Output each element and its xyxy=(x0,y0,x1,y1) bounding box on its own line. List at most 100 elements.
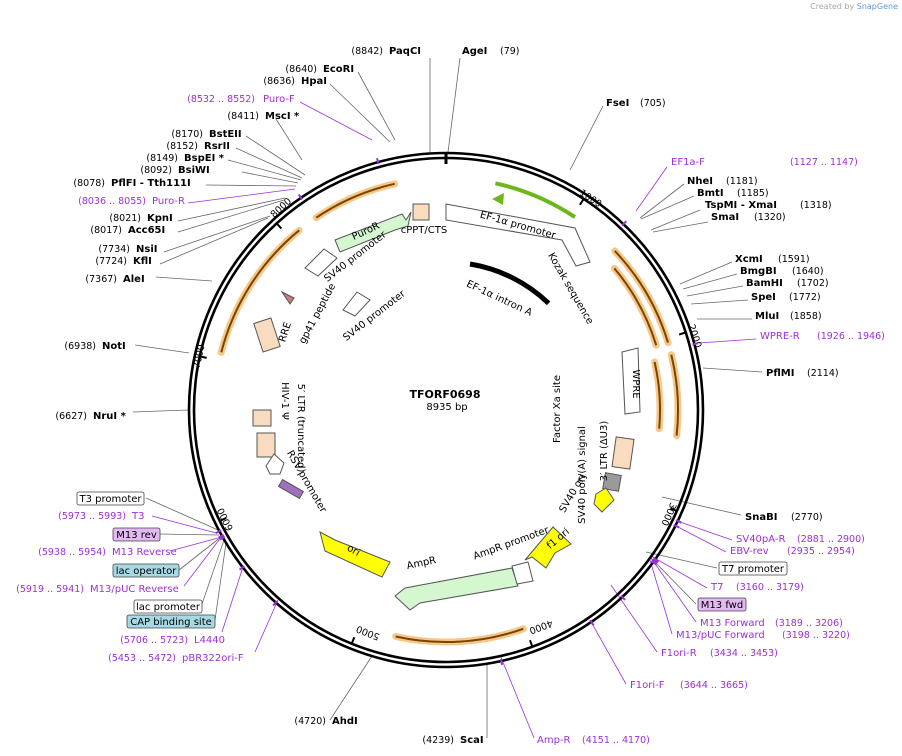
leader-lines xyxy=(132,57,763,739)
scale-tick-8000 xyxy=(275,222,283,230)
primer-position: (5706 .. 5723) xyxy=(120,635,188,646)
ori-arrow xyxy=(319,531,391,578)
leader-enzyme-27 xyxy=(702,367,763,373)
enzyme-position: (8092) xyxy=(140,165,172,176)
leader-box-6 xyxy=(649,556,697,605)
leader-box-4 xyxy=(214,542,227,621)
enzyme-name: HpaI xyxy=(301,76,327,87)
leader-primer-6 xyxy=(650,555,708,589)
enzyme-position: (4239) xyxy=(422,735,454,746)
feature-label: Factor Xa site xyxy=(552,375,563,443)
enzyme-position: (8021) xyxy=(109,213,141,224)
scale-tick-5000 xyxy=(350,636,356,645)
leader-primer-3 xyxy=(698,338,757,344)
enzyme-position: (4720) xyxy=(294,716,326,727)
scale-tick-1000 xyxy=(579,198,585,206)
orf-arc-wpre xyxy=(670,354,679,436)
enzyme-position: (6627) xyxy=(55,411,87,422)
primer-name: M13 Forward xyxy=(700,618,765,629)
enzyme-name: KflI xyxy=(133,256,152,267)
enzyme-name: PaqCI xyxy=(389,46,421,57)
enzyme-name: AleI xyxy=(123,274,145,285)
enzyme-name: AhdI xyxy=(332,716,358,727)
orf-arc-ef1a-1-halo xyxy=(611,247,672,347)
primer-site-mark xyxy=(621,220,627,227)
feature-label: gp41 peptide xyxy=(297,282,338,346)
primer-position: (4151 .. 4170) xyxy=(582,735,650,746)
feature-label: SV40 poly(A) signal xyxy=(577,426,588,524)
leader-enzyme-6 xyxy=(245,135,306,176)
leader-box-1 xyxy=(159,533,220,536)
enzyme-name: BstEII xyxy=(209,129,242,140)
plasmid-name: TFORF0698 xyxy=(410,388,481,401)
ef1a-arrowhead xyxy=(492,193,504,205)
sv40-ori-block xyxy=(593,487,615,513)
orf-arc-amp xyxy=(395,627,524,644)
sv40-polya-block xyxy=(602,472,622,492)
enzyme-position: (2770) xyxy=(791,512,823,523)
leader-enzyme-23 xyxy=(682,273,738,290)
primer-position: (1926 .. 1946) xyxy=(817,331,885,342)
ampr-promoter-block xyxy=(511,561,534,585)
primer-site-mark xyxy=(675,519,682,524)
enzyme-name: BmtI xyxy=(697,188,724,199)
scale-tick-6000 xyxy=(219,517,227,522)
leader-enzyme-29 xyxy=(329,655,373,721)
feature-box-label: M13 rev xyxy=(116,530,157,541)
scale-label-5000: 5000 xyxy=(355,623,382,642)
feature-label: cPPT/CTS xyxy=(401,225,447,236)
primer-site-mark xyxy=(215,529,222,534)
primer-name: M13/pUC Forward xyxy=(676,630,765,641)
primer-position: (5453 .. 5472) xyxy=(108,653,176,664)
primer-position: (5919 .. 5941) xyxy=(16,584,84,595)
enzyme-position: (2114) xyxy=(807,368,839,379)
leader-enzyme-8 xyxy=(227,159,302,181)
enzyme-position: (1181) xyxy=(726,176,758,187)
leader-enzyme-13 xyxy=(163,215,271,253)
enzyme-name: BsiWI xyxy=(178,165,210,176)
leader-primer-11 xyxy=(499,654,535,739)
sv40-promoter-arrow-2 xyxy=(342,291,371,317)
enzyme-name: BamHI xyxy=(746,278,783,289)
feature-box-label: CAP binding site xyxy=(130,617,212,628)
feature-label: 5′ LTR (truncated) xyxy=(295,384,306,473)
leader-primer-15 xyxy=(169,537,219,552)
feature-label: RRE xyxy=(277,321,294,344)
primer-position: (8036 .. 8055) xyxy=(78,196,146,207)
enzyme-name: FseI xyxy=(606,98,629,109)
feature-arcs xyxy=(217,180,682,646)
leader-enzyme-24 xyxy=(686,285,744,297)
primer-site-mark xyxy=(217,533,225,539)
leader-enzyme-14 xyxy=(159,217,269,265)
hiv-psi-block xyxy=(252,409,272,427)
cppt-block xyxy=(412,203,430,221)
enzyme-name: Acc65I xyxy=(128,225,165,236)
primer-position: (5973 .. 5993) xyxy=(58,511,126,522)
leader-enzyme-2 xyxy=(357,71,396,141)
enzyme-position: (79) xyxy=(500,46,520,57)
rre-block xyxy=(253,317,281,353)
primer-position: (3644 .. 3665) xyxy=(680,680,748,691)
enzyme-position: (6938) xyxy=(64,341,96,352)
primer-site-mark xyxy=(219,535,226,541)
leader-enzyme-21 xyxy=(652,221,709,233)
enzyme-position: (1772) xyxy=(789,292,821,303)
enzyme-name: PflFI - Tth111I xyxy=(111,178,191,189)
primer-position: (8532 .. 8552) xyxy=(187,94,255,105)
primer-name: pBR322ori-F xyxy=(182,653,244,664)
leader-box-3 xyxy=(201,539,225,605)
lac-features-block xyxy=(277,478,305,500)
feature-box-label: T7 promoter xyxy=(721,564,785,575)
primer-position: (3189 .. 3206) xyxy=(775,618,843,629)
primer-site-mark xyxy=(272,600,278,607)
enzyme-position: (8017) xyxy=(90,225,122,236)
leader-primer-16 xyxy=(151,515,217,534)
enzyme-name: NheI xyxy=(687,176,713,187)
enzyme-position: (8152) xyxy=(166,141,198,152)
leader-enzyme-18 xyxy=(639,183,685,219)
leader-primer-2 xyxy=(635,166,668,212)
orf-arc-ef1a-2 xyxy=(613,267,658,346)
leader-primer-4 xyxy=(679,521,733,541)
feature-label: SV40 promoter xyxy=(341,288,408,344)
